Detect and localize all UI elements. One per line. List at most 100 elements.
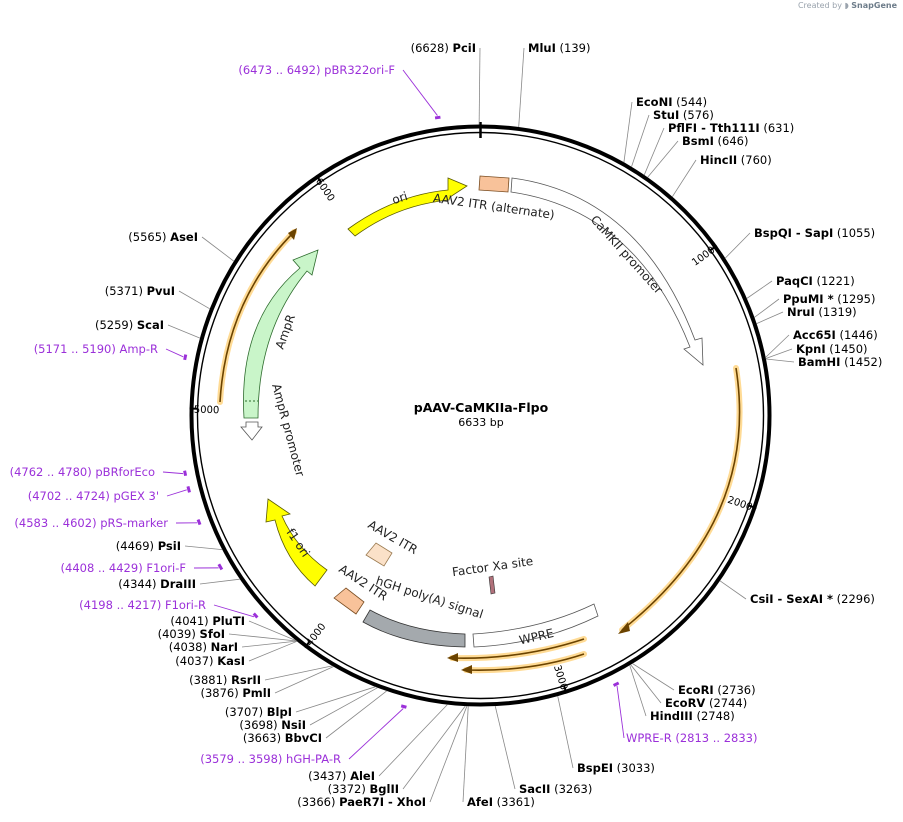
enzyme-site-label[interactable]: EcoNI (544) (636, 95, 707, 109)
site-name: PsiI (158, 539, 181, 553)
enzyme-site-labels: (6628) PciI MluI (139) EcoNI (544)StuI (57… (95, 41, 882, 809)
site-leader-line (325, 690, 387, 739)
site-name: BsmI (682, 134, 714, 148)
orf-arc-right (619, 365, 743, 633)
enzyme-site-label[interactable]: HindIII (2748) (650, 709, 735, 723)
enzyme-site-label[interactable]: MluI (139) (528, 41, 590, 55)
enzyme-site-label[interactable]: BsmI (646) (682, 134, 748, 148)
site-position: (3707) (225, 705, 267, 719)
site-leader-line (248, 620, 297, 641)
feature-ori[interactable] (347, 177, 468, 237)
primer-label[interactable]: (4408 .. 4429) F1ori-F (61, 561, 186, 575)
enzyme-site-label[interactable]: KpnI (1450) (796, 342, 868, 356)
enzyme-site-label[interactable]: EcoRI (2736) (678, 683, 756, 697)
primer-label[interactable]: WPRE-R (2813 .. 2833) (626, 731, 758, 745)
site-position: (1055) (833, 226, 875, 240)
enzyme-site-label[interactable]: (5259) ScaI (95, 318, 164, 332)
feature-aav2-itr-inner[interactable] (365, 542, 393, 567)
enzyme-site-label[interactable]: (4039) SfoI (158, 627, 225, 641)
site-leader-line (756, 311, 784, 324)
enzyme-site-label[interactable]: NruI (1319) (787, 305, 857, 319)
site-position: (4041) (170, 614, 212, 628)
site-name: AleI (350, 769, 375, 783)
primer-label[interactable]: (6473 .. 6492) pBR322ori-F (238, 63, 395, 77)
site-position: (3698) (239, 718, 281, 732)
site-position: (5371) (105, 284, 147, 298)
site-leader-line (309, 687, 378, 726)
primer-label[interactable]: (4583 .. 4602) pRS-marker (14, 516, 168, 530)
site-leader-line (274, 666, 334, 694)
enzyme-site-label[interactable]: (3881) RsrII (189, 673, 261, 687)
enzyme-site-label[interactable]: (5371) PvuI (105, 284, 175, 298)
feature-f1-ori[interactable] (265, 498, 328, 587)
enzyme-site-label[interactable]: (3707) BlpI (225, 705, 292, 719)
site-name: PpuMI * (783, 292, 834, 306)
feature-wpre[interactable] (472, 603, 599, 648)
site-position: (139) (556, 41, 591, 55)
site-name: EcoNI (636, 95, 672, 109)
enzyme-site-label[interactable]: (3876) PmlI (200, 686, 271, 700)
primer-mark (217, 563, 224, 571)
enzyme-site-label[interactable]: (4038) NarI (169, 640, 238, 654)
enzyme-site-label[interactable]: Acc65I (1446) (793, 328, 878, 342)
orf-arc-bottom-2-line (465, 653, 585, 671)
enzyme-site-label[interactable]: SacII (3263) (519, 782, 592, 796)
feature-ampr-promoter[interactable] (240, 421, 263, 441)
enzyme-site-label[interactable]: PflFI - Tth111I (631) (668, 121, 794, 135)
site-leader-line (478, 47, 481, 125)
feature-hgh-polya[interactable] (362, 609, 466, 648)
site-name: BspEI (577, 761, 613, 775)
site-position: (4037) (175, 654, 217, 668)
enzyme-site-label[interactable]: AfeI (3361) (467, 795, 535, 809)
enzyme-site-label[interactable]: (3372) BglII (328, 782, 399, 796)
enzyme-site-label[interactable]: (6628) PciI (411, 41, 476, 55)
enzyme-site-label[interactable]: (4344) DraIII (118, 577, 196, 591)
enzyme-site-label[interactable]: (3366) PaeR7I - XhoI (297, 795, 426, 809)
primer-marks (162, 69, 625, 760)
enzyme-site-label[interactable]: (4037) KasI (175, 654, 245, 668)
orf-arc-bottom-1-line (451, 638, 585, 659)
primer-label[interactable]: (4762 .. 4780) pBRforEco (10, 465, 155, 479)
site-position: (2744) (705, 696, 747, 710)
enzyme-site-label[interactable]: (3698) NsiI (239, 718, 306, 732)
plasmid-name: pAAV-CaMKIIa-Flpo (414, 400, 549, 415)
enzyme-site-label[interactable]: EcoRV (2744) (665, 696, 747, 710)
enzyme-site-label[interactable]: BamHI (1452) (798, 355, 882, 369)
enzyme-site-label[interactable]: (3663) BbvCI (243, 731, 322, 745)
primer-label[interactable]: (4198 .. 4217) F1ori-R (79, 598, 206, 612)
feature-aav2-itr-lower[interactable] (333, 587, 365, 615)
primer-label[interactable]: (5171 .. 5190) Amp-R (34, 342, 158, 356)
enzyme-site-label[interactable]: HincII (760) (700, 153, 772, 167)
enzyme-site-label[interactable]: PaqCI (1221) (776, 274, 855, 288)
feature-aav2-itr-alternate[interactable] (478, 175, 510, 193)
plasmid-backbone (189, 122, 772, 707)
enzyme-site-label[interactable]: (5565) AseI (128, 230, 198, 244)
primer-label[interactable]: (4702 .. 4724) pGEX 3' (28, 489, 159, 503)
enzyme-site-label[interactable]: BspEI (3033) (577, 761, 655, 775)
feature-factor-xa[interactable] (488, 575, 496, 595)
site-leader-line (557, 695, 574, 769)
feature-camkii-promoter[interactable] (510, 177, 704, 366)
tick-mark (304, 640, 311, 649)
site-leader-line (719, 580, 747, 600)
primer-leader-line (616, 685, 625, 739)
site-leader-line (228, 633, 297, 642)
site-position: (6628) (411, 41, 453, 55)
label-ori: ori (390, 189, 409, 207)
site-leader-line (167, 324, 201, 339)
enzyme-site-label[interactable]: BspQI - SapI (1055) (754, 226, 875, 240)
enzyme-site-label[interactable]: StuI (576) (653, 108, 714, 122)
enzyme-site-label[interactable]: (4041) PluTI (170, 614, 245, 628)
enzyme-site-label[interactable]: (4469) PsiI (116, 539, 181, 553)
orf-arcs (217, 228, 743, 674)
enzyme-site-label[interactable]: (3437) AleI (308, 769, 375, 783)
site-name: PaqCI (776, 274, 813, 288)
site-name: StuI (653, 108, 679, 122)
site-leader-line (264, 665, 333, 681)
primer-label[interactable]: (3579 .. 3598) hGH-PA-R (200, 752, 341, 766)
site-name: PmlI (242, 686, 271, 700)
enzyme-site-label[interactable]: CsiI - SexAI * (2296) (750, 592, 875, 606)
primer-labels: (6473 .. 6492) pBR322ori-F (5171 .. 5190)… (10, 63, 758, 766)
enzyme-site-label[interactable]: PpuMI * (1295) (783, 292, 876, 306)
